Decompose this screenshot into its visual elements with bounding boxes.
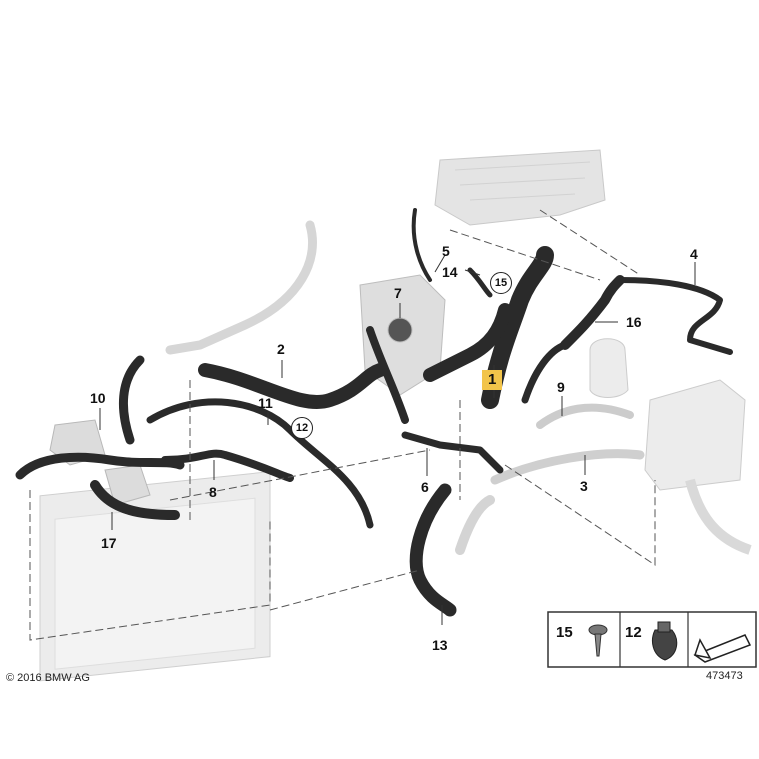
callout-9[interactable]: 9: [557, 379, 565, 395]
hose-4: [617, 277, 733, 355]
hose-ghost-mid: [455, 495, 495, 555]
callout-11[interactable]: 11: [258, 395, 273, 411]
callout-15[interactable]: 15: [490, 272, 512, 294]
callout-12[interactable]: 12: [291, 417, 313, 439]
callout-4[interactable]: 4: [690, 246, 698, 262]
hose-17: [90, 480, 180, 520]
hose-17b: [15, 452, 185, 480]
hose-16: [560, 275, 625, 350]
assembly-lines: [29, 209, 656, 641]
hose-6: [401, 431, 504, 474]
callout-13[interactable]: 13: [432, 637, 448, 653]
legend-item-12[interactable]: 12: [625, 624, 642, 641]
screw-icon: [588, 624, 608, 657]
hose-9: [536, 403, 634, 429]
hose-1: [481, 246, 554, 409]
expansion-tank-ghost: [589, 338, 752, 555]
callout-6[interactable]: 6: [421, 479, 429, 495]
hose-3: [490, 449, 645, 485]
callout-3[interactable]: 3: [580, 478, 588, 494]
callout-14[interactable]: 14: [442, 264, 458, 280]
legend-item-15[interactable]: 15: [556, 624, 573, 641]
callout-5[interactable]: 5: [442, 243, 450, 259]
hose-16b: [521, 341, 569, 404]
arrow-icon: [693, 634, 752, 663]
leader-lines: [99, 254, 696, 625]
callout-8[interactable]: 8: [209, 484, 217, 500]
hose-7: [366, 326, 409, 424]
intake-manifold-ghost: [434, 149, 606, 226]
callout-2[interactable]: 2: [277, 341, 285, 357]
hose-2: [198, 363, 387, 409]
callout-17[interactable]: 17: [101, 535, 117, 551]
callout-10[interactable]: 10: [90, 390, 106, 406]
copyright-text: © 2016 BMW AG: [6, 672, 90, 684]
callout-7[interactable]: 7: [394, 285, 402, 301]
hose-13: [409, 483, 457, 617]
hose-clip-icon: [652, 621, 678, 661]
callout-1[interactable]: 1: [482, 370, 503, 390]
hose-1b: [423, 303, 512, 382]
legend-panel: [547, 611, 757, 668]
callout-16[interactable]: 16: [626, 314, 642, 330]
hose-11: [146, 398, 374, 529]
filler-neck-ghost: [165, 220, 317, 355]
diagram-number: 473473: [706, 670, 743, 682]
hoses: [15, 208, 733, 617]
radiator-ghost: [39, 471, 271, 682]
hose-10: [118, 355, 145, 445]
hose-14: [467, 267, 493, 298]
hose-5: [411, 208, 432, 282]
